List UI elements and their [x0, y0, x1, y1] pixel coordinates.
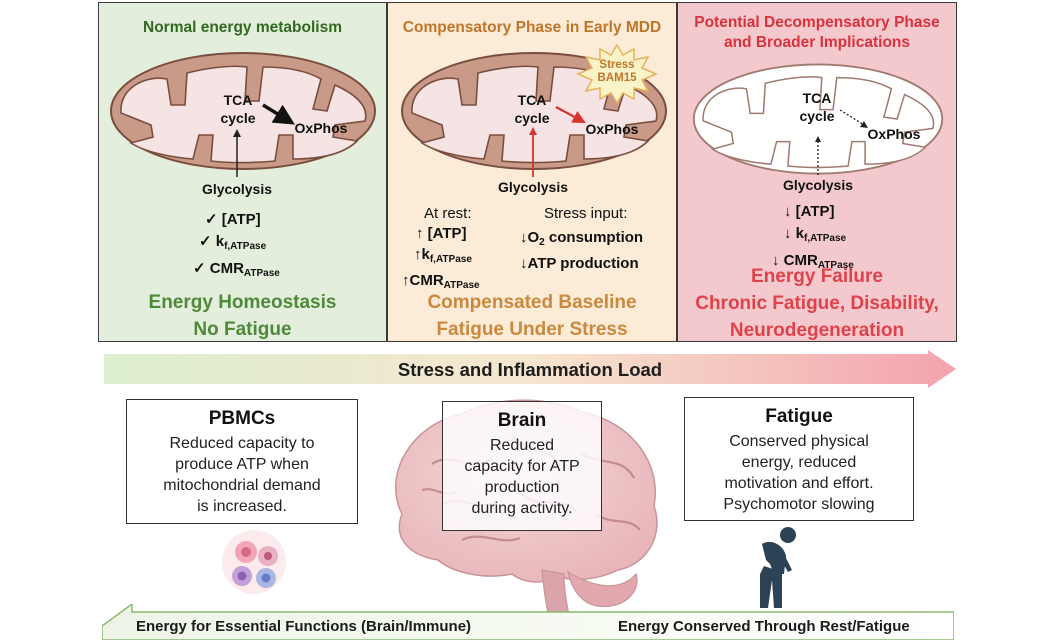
tca-line2: cycle [220, 110, 256, 126]
stress-burst-icon [576, 43, 658, 105]
fatigue-description: Conserved physical energy, reduced motiv… [685, 431, 913, 515]
fatigued-person-icon [760, 527, 796, 608]
panel-compensatory-phase: Compensatory Phase in Early MDD Stress B… [387, 2, 677, 342]
tca-to-oxphos-arrow [262, 103, 295, 125]
marker-atp: ✓ [ATP] [205, 211, 261, 228]
fatigue-line2: energy, reduced [741, 454, 857, 471]
fatigue-line1: Conserved physical [729, 433, 869, 450]
fatigue-box: Fatigue Conserved physical energy, reduc… [684, 397, 914, 521]
tca-line2: cycle [514, 110, 550, 126]
outcome-line1: Compensated Baseline [427, 292, 637, 313]
marker-cmr: ✓ CMRATPase [193, 260, 280, 279]
pbmcs-line1: Reduced capacity to [169, 435, 315, 452]
brain-box: Brain Reduced capacity for ATP productio… [442, 401, 602, 531]
marker-cmr: ↓ CMRATPase [772, 252, 854, 271]
brain-line4: during activity. [471, 500, 573, 517]
glycolysis-arrow [529, 127, 537, 177]
normal-outcome: Energy Homeostasis No Fatigue [99, 289, 386, 343]
gradient-arrow-shape [104, 350, 956, 388]
decompensatory-markers: ↓ [ATP] ↓ kf,ATPase ↓ CMRATPase [770, 201, 890, 277]
stress-markers: ↓O2 consumption ↓ATP production [520, 227, 643, 274]
panel-normal-metabolism: Normal energy metabolism TCA cycle OxPho… [98, 2, 387, 342]
fatigue-line4: Psychomotor slowing [723, 496, 875, 513]
outcome-line1: Energy Homeostasis [148, 292, 337, 313]
stress-inflammation-arrow: Stress and Inflammation Load [104, 350, 956, 388]
panel-decompensatory-phase: Potential Decompensatory Phase and Broad… [677, 2, 957, 342]
energy-arrow-shape [102, 604, 954, 640]
outcome-line2: Fatigue Under Stress [436, 319, 628, 340]
stress-badge-text: Stress BAM15 [588, 59, 646, 85]
pbmcs-line4: is increased. [197, 498, 287, 515]
glycolysis-arrow [233, 129, 241, 177]
compensatory-outcome: Compensated Baseline Fatigue Under Stres… [388, 289, 676, 343]
badge-line2: BAM15 [597, 72, 637, 84]
title-line1: Potential Decompensatory Phase [694, 14, 940, 31]
outcome-line1: Energy Failure [751, 266, 883, 287]
oxphos-label: OxPhos [867, 126, 921, 142]
outcome-line2: No Fatigue [193, 319, 292, 340]
decompensatory-outcome: Energy Failure Chronic Fatigue, Disabili… [678, 263, 956, 344]
title-line2: and Broader Implications [723, 34, 911, 51]
pbmcs-description: Reduced capacity to produce ATP when mit… [127, 433, 357, 517]
stress-atp: ↓ATP production [520, 255, 639, 272]
glycolysis-label: Glycolysis [201, 181, 273, 197]
energy-allocation-arrow: Energy for Essential Functions (Brain/Im… [102, 604, 954, 640]
oxphos-label: OxPhos [294, 120, 348, 136]
fatigue-line3: motivation and effort. [724, 475, 874, 492]
outcome-line3: Neurodegeneration [729, 320, 905, 341]
rest-kf: ↑kf,ATPase [414, 246, 472, 265]
stress-input-label: Stress input: [544, 205, 628, 222]
glycolysis-arrow [815, 136, 821, 175]
rest-cmr: ↑CMRATPase [402, 272, 480, 291]
fatigue-title: Fatigue [765, 406, 833, 427]
pbmc-cells-illustration [222, 530, 286, 594]
normal-markers: ✓ [ATP] ✓ kf,ATPase ✓ CMRATPase [193, 209, 313, 285]
tca-line1: TCA [802, 90, 832, 106]
tca-line1: TCA [517, 92, 547, 108]
energy-conserved-label: Energy Conserved Through Rest/Fatigue [618, 618, 910, 635]
tca-cycle-label: TCA cycle [203, 91, 273, 127]
marker-atp: ↓ [ATP] [784, 203, 835, 220]
glycolysis-label: Glycolysis [497, 179, 569, 195]
mitochondrion-failing [692, 63, 944, 175]
outcome-line2: Chronic Fatigue, Disability, [695, 293, 939, 314]
brain-line2: capacity for ATP [464, 458, 580, 475]
stress-load-label: Stress and Inflammation Load [397, 359, 663, 380]
at-rest-label: At rest: [424, 205, 472, 222]
tca-to-oxphos-arrow [555, 106, 586, 124]
tca-to-oxphos-arrow [839, 109, 868, 128]
tca-cycle-label: TCA cycle [782, 89, 852, 125]
stress-o2: ↓O2 consumption [520, 229, 644, 248]
panel-title: Normal energy metabolism [143, 19, 342, 36]
brain-line3: production [484, 479, 560, 496]
mitochondrion-healthy [110, 52, 376, 170]
at-rest-markers: ↑ [ATP] ↑kf,ATPase ↑CMRATPase [402, 223, 512, 296]
badge-line1: Stress [599, 59, 635, 71]
tca-cycle-label: TCA cycle [497, 91, 567, 127]
tca-line1: TCA [223, 92, 253, 108]
marker-kf: ↓ kf,ATPase [784, 225, 847, 244]
brain-line1: Reduced [489, 437, 555, 454]
brain-description: Reduced capacity for ATP production duri… [443, 435, 601, 519]
brain-title: Brain [497, 410, 547, 431]
glycolysis-label: Glycolysis [782, 177, 854, 193]
pbmcs-box: PBMCs Reduced capacity to produce ATP wh… [126, 399, 358, 524]
pbmcs-line3: mitochondrial demand [163, 477, 321, 494]
pbmcs-line2: produce ATP when [175, 456, 309, 473]
oxphos-label: OxPhos [585, 121, 639, 137]
panel-title: Compensatory Phase in Early MDD [402, 19, 662, 36]
pbmcs-title: PBMCs [208, 408, 276, 429]
tca-line2: cycle [799, 108, 835, 124]
rest-atp: ↑ [ATP] [416, 225, 467, 242]
panel-title: Potential Decompensatory Phase and Broad… [678, 13, 956, 53]
energy-essential-label: Energy for Essential Functions (Brain/Im… [136, 618, 472, 635]
marker-kf: ✓ kf,ATPase [199, 233, 267, 252]
